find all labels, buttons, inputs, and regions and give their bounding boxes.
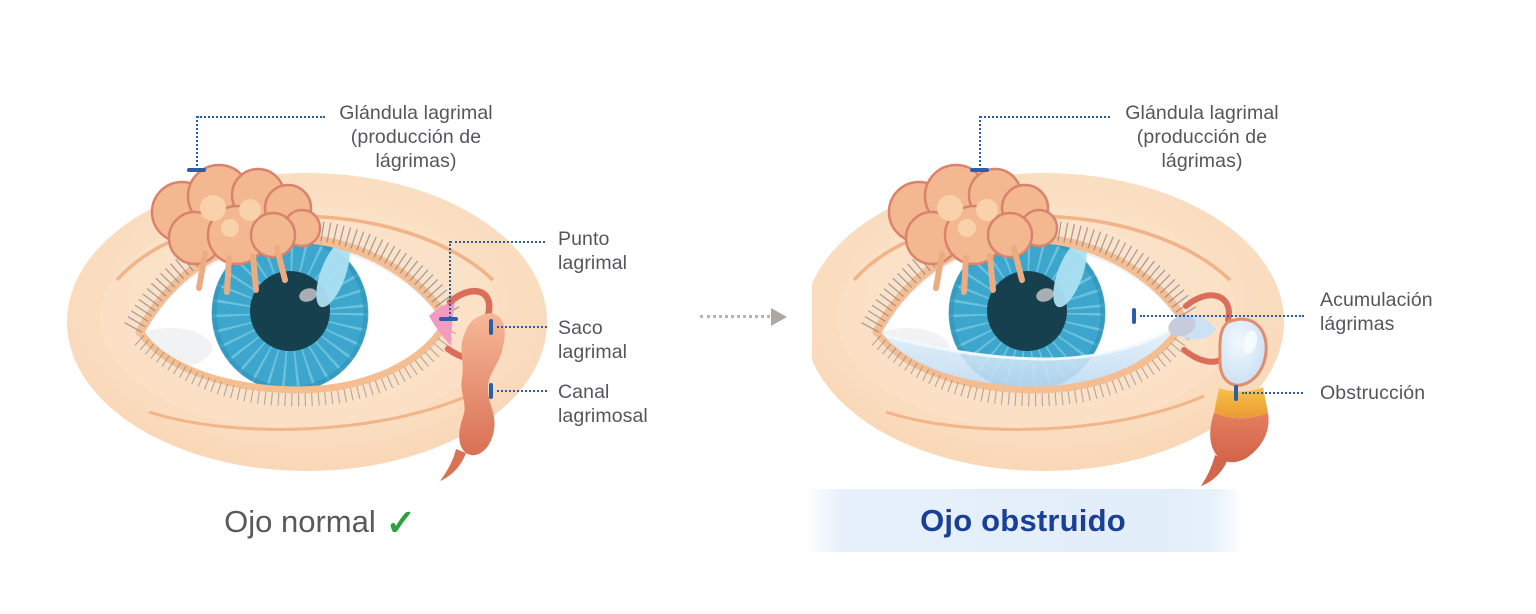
- leader-tick: [1132, 308, 1136, 324]
- label-canal-lagrimosal: Canal lagrimosal: [558, 381, 648, 427]
- obstructed-drainage: [1168, 292, 1269, 486]
- leader-line: [450, 241, 545, 243]
- label-glandula-lagrimal-right: Glándula lagrimal (producción de lágrima…: [1125, 102, 1279, 172]
- obstruction-blockage: [1214, 387, 1268, 419]
- leader-tick: [489, 383, 493, 399]
- lower-eyelid-crease: [148, 394, 468, 431]
- transition-arrow-icon: [771, 308, 787, 326]
- lacrimal-gland: [887, 163, 1059, 295]
- leader-line: [1242, 392, 1303, 394]
- canal-tail: [1201, 455, 1227, 486]
- obstructed-eye-illustration: [812, 163, 1284, 486]
- leader-line: [196, 116, 198, 170]
- leader-tick: [1234, 385, 1238, 401]
- check-icon: ✓: [385, 502, 416, 543]
- leader-tick: [187, 168, 206, 172]
- canal-tail: [440, 449, 466, 481]
- gland-ducts: [933, 245, 1025, 295]
- lower-lid-margin: [136, 316, 451, 394]
- lower-eyelashes: [134, 325, 457, 407]
- leader-line: [1140, 315, 1304, 317]
- lower-eyelid-crease: [885, 394, 1205, 431]
- label-saco-lagrimal: Saco lagrimal: [558, 317, 628, 363]
- leader-line: [197, 116, 325, 118]
- label-glandula-lagrimal-left: Glándula lagrimal (producción de lágrima…: [339, 102, 493, 172]
- accumulated-tears: [877, 322, 1184, 390]
- caption-ojo-obstruido-text: Ojo obstruido: [920, 502, 1126, 538]
- tear-pool-corner: [1168, 315, 1196, 337]
- normal-eye-illustration: [67, 163, 547, 481]
- label-obstruccion: Obstrucción: [1320, 382, 1426, 404]
- gland-ducts: [196, 245, 288, 295]
- leader-tick: [439, 317, 458, 321]
- leader-line: [497, 390, 547, 392]
- label-punto-lagrimal: Punto lagrimal: [558, 228, 628, 274]
- leader-line: [980, 116, 1110, 118]
- lacrimal-drainage: [429, 288, 505, 481]
- iris: [948, 237, 1106, 390]
- lower-eyelashes: [871, 325, 1194, 407]
- leader-line: [449, 241, 451, 318]
- lower-lid-margin: [873, 316, 1188, 394]
- leader-tick: [970, 168, 989, 172]
- leader-line: [979, 116, 981, 170]
- label-acumulacion-lagrimas: Acumulación lágrimas: [1320, 289, 1433, 335]
- caption-ojo-normal-text: Ojo normal: [224, 504, 376, 539]
- lacrimal-gland: [150, 163, 322, 295]
- punctum: [429, 302, 455, 346]
- lacrimal-sac-and-canal: [459, 313, 505, 456]
- caption-ojo-normal: Ojo normal ✓: [150, 502, 490, 544]
- transition-arrow-line: [700, 315, 770, 318]
- blocked-canal: [1210, 413, 1269, 463]
- leader-line: [497, 326, 547, 328]
- leader-tick: [489, 319, 493, 335]
- caption-ojo-obstruido-band: Ojo obstruido: [803, 489, 1243, 552]
